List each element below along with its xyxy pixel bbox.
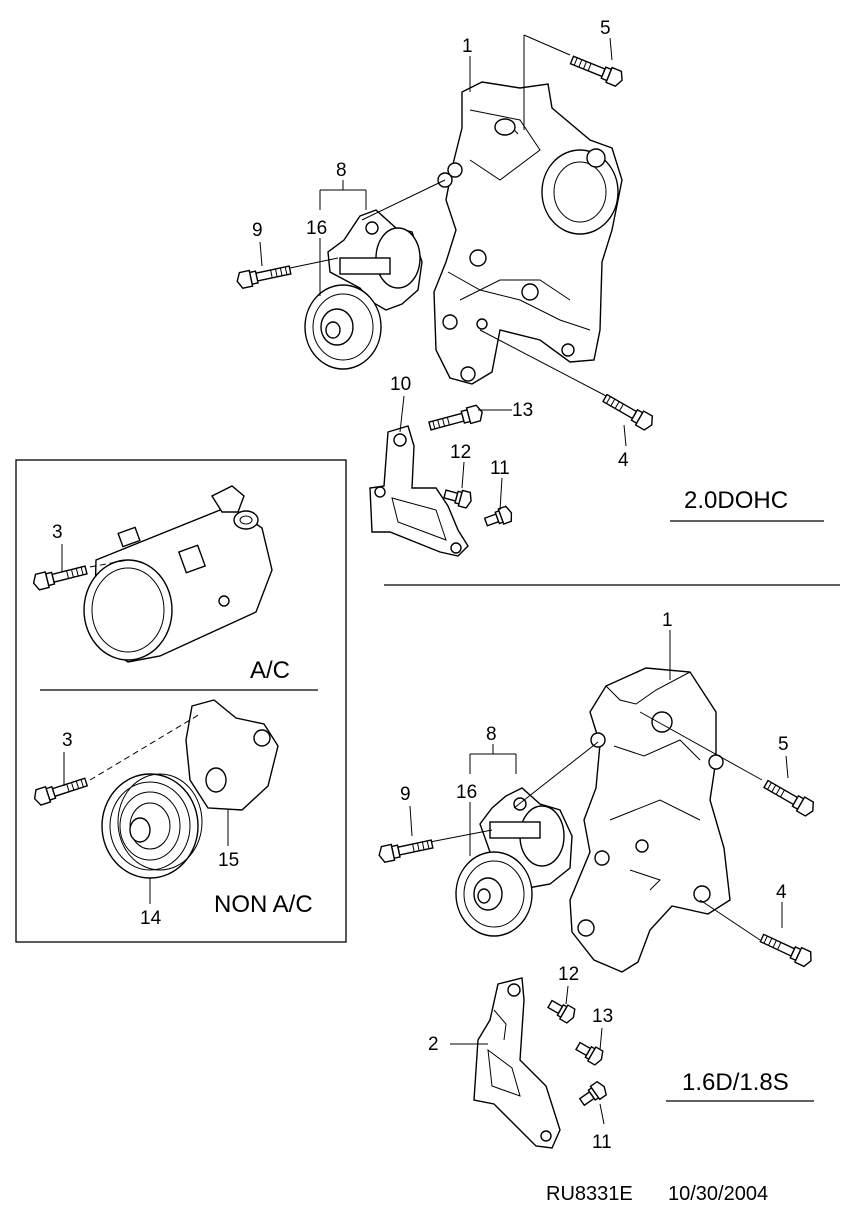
inset-label-non-ac: NON A/C [214,891,313,918]
drawing-date: 10/30/2004 [668,1183,768,1205]
callout-top-16: 16 [306,218,327,239]
bottom-bolt-5 [761,776,818,819]
top-assembly [234,34,657,557]
callout-top-10: 10 [390,374,411,395]
callout-inset-3b: 3 [62,730,73,751]
callout-bottom-2: 2 [428,1034,439,1055]
callout-top-5: 5 [600,18,611,39]
callout-inset-3a: 3 [52,522,63,543]
callout-bottom-5: 5 [778,734,789,755]
callout-bottom-8: 8 [486,724,497,745]
inset-bolt-3-nonac [31,773,90,807]
callout-bottom-12: 12 [558,964,579,985]
drawing-code: RU8331E [546,1183,633,1205]
callout-bottom-16: 16 [456,782,477,803]
bottom-bolt-4 [757,930,816,969]
callout-top-8: 8 [336,160,347,181]
inset-box [15,459,347,943]
bottom-bolt-11 [576,1079,610,1110]
nonac-idler [101,699,279,879]
top-bolt-5 [568,51,626,89]
top-small-bracket [369,425,469,557]
callout-inset-14: 14 [140,908,162,929]
callout-top-13: 13 [512,400,533,421]
callout-top-4: 4 [618,450,629,471]
callout-bottom-11: 11 [592,1132,612,1153]
bottom-nut-12 [545,996,579,1026]
ac-compressor [83,485,273,663]
callout-top-1: 1 [462,36,473,57]
callout-top-11: 11 [490,458,510,479]
bottom-tensioner [455,787,573,937]
bottom-main-bracket [569,667,731,973]
callout-bottom-9: 9 [400,784,411,805]
variant-label-bottom: 1.6D/1.8S [682,1069,789,1096]
top-tensioner [304,209,423,370]
top-bolt-9 [234,261,293,290]
inset-bolt-3-ac [30,561,89,592]
variant-label-top: 2.0DOHC [684,487,788,514]
bottom-small-bracket [473,977,561,1149]
inset-label-ac: A/C [250,657,290,684]
callout-bottom-4: 4 [776,882,787,903]
top-main-bracket [433,81,623,385]
callout-bottom-13: 13 [592,1006,613,1027]
bottom-assembly [376,630,818,1149]
bottom-bolt-9 [376,835,435,864]
callout-top-9: 9 [252,220,263,241]
top-bolt-11 [482,504,515,531]
callout-inset-15: 15 [218,850,239,871]
top-bolt-13 [427,403,485,435]
callout-top-12: 12 [450,442,471,463]
callout-bottom-1: 1 [662,610,673,631]
top-bolt-4 [600,390,657,433]
